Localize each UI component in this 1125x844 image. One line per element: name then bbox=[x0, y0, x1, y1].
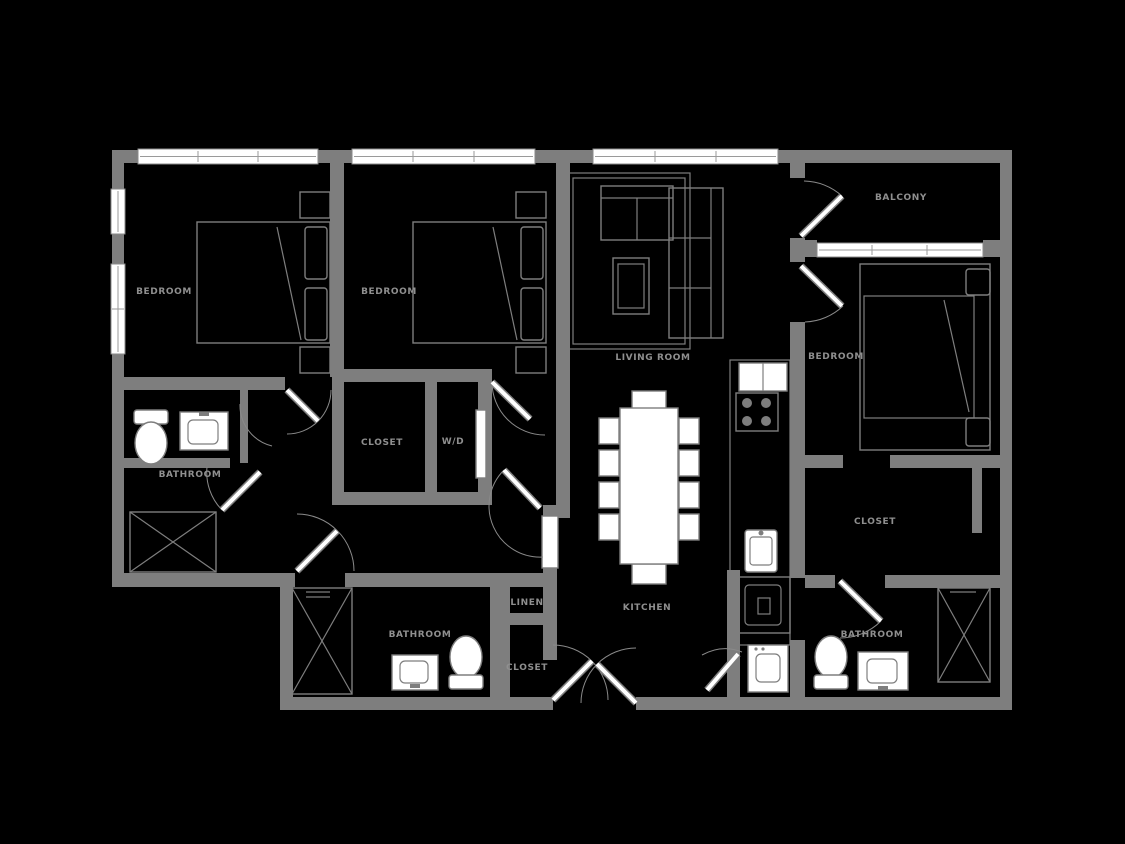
bathroom-1-door bbox=[206, 466, 263, 513]
label-kitchen: KITCHEN bbox=[623, 603, 671, 613]
label-bedroom-2: BEDROOM bbox=[361, 287, 417, 297]
dining-chair bbox=[678, 417, 700, 445]
bedroom-3-door bbox=[798, 263, 845, 323]
bedroom-2-door bbox=[489, 379, 546, 436]
sectional-sofa bbox=[600, 185, 724, 339]
label-bathroom-2: BATHROOM bbox=[389, 630, 452, 640]
nightstand-1a bbox=[299, 191, 331, 219]
bedroom-1-door bbox=[284, 387, 332, 435]
label-bedroom-3: BEDROOM bbox=[808, 352, 864, 362]
hall-living-door bbox=[488, 467, 559, 569]
dining-table bbox=[619, 407, 679, 565]
dining-chair bbox=[598, 417, 620, 445]
furniture bbox=[129, 172, 991, 695]
dining-chair bbox=[598, 513, 620, 541]
window-left-1 bbox=[110, 188, 126, 235]
bathroom-2-door bbox=[294, 513, 355, 574]
label-living-room: LIVING ROOM bbox=[615, 353, 690, 363]
window-band-top-3 bbox=[592, 148, 779, 165]
window-left-2 bbox=[110, 263, 126, 355]
walls bbox=[112, 150, 1012, 710]
label-closet-1: CLOSET bbox=[361, 438, 403, 448]
room-labels: BEDROOM BEDROOM LIVING ROOM BEDROOM BALC… bbox=[136, 193, 927, 673]
doors bbox=[206, 180, 884, 706]
closet-1-door bbox=[475, 409, 487, 479]
dining-chair bbox=[598, 449, 620, 477]
bathroom-1-upper-door bbox=[239, 403, 273, 447]
toilet-2 bbox=[448, 635, 484, 690]
toilet-3 bbox=[813, 635, 849, 690]
label-hall-closet: CLOSET bbox=[506, 663, 548, 673]
entry-door-left bbox=[550, 644, 609, 703]
window-balcony bbox=[816, 242, 984, 258]
label-linen: LINEN bbox=[510, 598, 543, 608]
kitchen-sink bbox=[744, 529, 778, 573]
window-band-top-2 bbox=[351, 148, 536, 165]
laundry-closet-door bbox=[701, 648, 743, 693]
nightstand-1b bbox=[299, 346, 331, 374]
vanity-sink-2 bbox=[391, 654, 439, 691]
nightstand-2a bbox=[515, 191, 547, 219]
toilet-1 bbox=[133, 409, 169, 465]
vanity-sink-1 bbox=[179, 411, 229, 451]
label-bathroom-3: BATHROOM bbox=[841, 630, 904, 640]
label-bedroom-1: BEDROOM bbox=[136, 287, 192, 297]
label-balcony: BALCONY bbox=[875, 193, 927, 203]
shower-2 bbox=[291, 587, 353, 695]
washer-dryer bbox=[747, 644, 789, 693]
dining-chair bbox=[598, 481, 620, 509]
dining-set bbox=[598, 390, 700, 585]
dishwasher-cabinet bbox=[736, 576, 791, 634]
label-walk-in-closet: CLOSET bbox=[854, 517, 896, 527]
dining-chair bbox=[678, 449, 700, 477]
bed-3 bbox=[859, 263, 991, 451]
dining-chair bbox=[631, 563, 667, 585]
walk-in-closet-door bbox=[837, 578, 884, 639]
cooktop bbox=[735, 392, 779, 432]
label-laundry: W/D bbox=[442, 437, 465, 447]
shower-3 bbox=[937, 587, 991, 683]
area-rug bbox=[567, 172, 691, 350]
window-band-top-1 bbox=[137, 148, 319, 165]
windows bbox=[110, 148, 984, 355]
bed-2 bbox=[412, 191, 547, 374]
bed-1 bbox=[196, 191, 331, 374]
dining-chair bbox=[678, 481, 700, 509]
balcony-door bbox=[798, 180, 845, 239]
coffee-table bbox=[612, 257, 650, 315]
dining-chair bbox=[678, 513, 700, 541]
entry-door-right bbox=[580, 647, 639, 706]
shower-1 bbox=[129, 511, 217, 573]
vanity-sink-3 bbox=[857, 651, 909, 691]
label-bathroom-1: BATHROOM bbox=[159, 470, 222, 480]
nightstand-2b bbox=[515, 346, 547, 374]
refrigerator bbox=[738, 362, 788, 392]
